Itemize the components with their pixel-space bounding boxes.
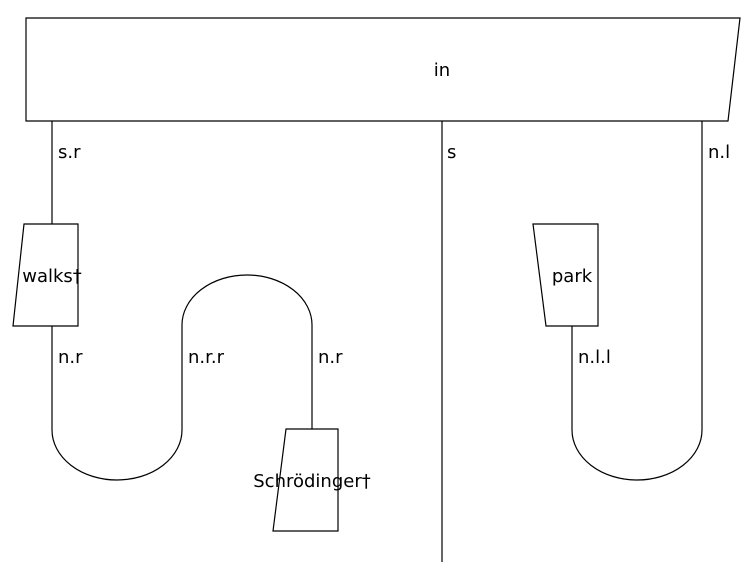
park-box-label: park (552, 266, 593, 287)
cup-n-l (571, 121, 703, 481)
label-n-r-walks: n.r (58, 347, 83, 368)
label-n-r-schrodinger: n.r (318, 347, 343, 368)
park-box (532, 223, 599, 327)
label-n-l: n.l (708, 142, 730, 163)
label-s: s (447, 142, 456, 163)
walks-box (12, 223, 79, 327)
walks-box-label: walks† (22, 266, 82, 287)
in-box (25, 17, 741, 122)
schrodinger-box (272, 428, 339, 532)
schrodinger-box-label: Schrödinger† (253, 471, 370, 492)
cap-n-r-r (181, 274, 313, 429)
label-s-r: s.r (58, 142, 81, 163)
in-box-label: in (434, 60, 450, 81)
label-n-l-l: n.l.l (578, 347, 611, 368)
label-n-r-r: n.r.r (188, 347, 225, 368)
cup-n-r (51, 326, 183, 481)
